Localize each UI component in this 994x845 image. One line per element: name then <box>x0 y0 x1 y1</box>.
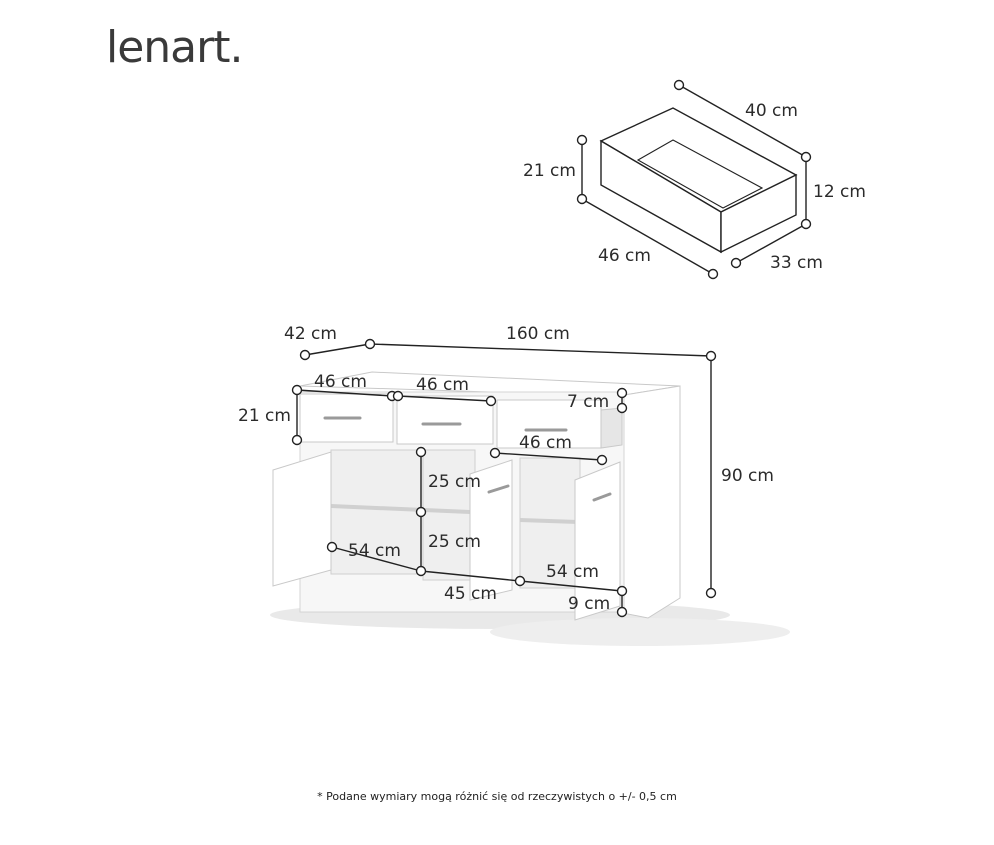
cabinet-dimension-labels: 42 cm 160 cm 90 cm 46 cm 46 cm 21 cm 7 c… <box>238 324 774 614</box>
drawer-illustration <box>576 79 812 280</box>
drawer-mid-width-label: 46 cm <box>416 375 469 395</box>
interior-depth-label: 45 cm <box>444 584 497 604</box>
drawer-width-label: 40 cm <box>745 101 798 121</box>
brand-logo: lenart. <box>106 22 243 73</box>
drawer-height-outer-label: 21 cm <box>523 161 576 181</box>
drawer-left-width-label: 46 cm <box>314 372 367 392</box>
cabinet-depth-label: 42 cm <box>284 324 337 344</box>
drawer-depth-inner-label: 33 cm <box>770 253 823 273</box>
plinth-height-label: 9 cm <box>568 594 610 614</box>
shelf-upper-label: 25 cm <box>428 472 481 492</box>
drawer-depth-outer-label: 46 cm <box>598 246 651 266</box>
drawer-height-inner-label: 12 cm <box>813 182 866 202</box>
drawer-front-offset-label: 7 cm <box>567 392 609 412</box>
cabinet-height-label: 90 cm <box>721 466 774 486</box>
cabinet-illustration <box>270 371 790 646</box>
cabinet-dimension-lines <box>291 338 717 618</box>
left-interior-width-label: 54 cm <box>348 541 401 561</box>
right-interior-width-label: 54 cm <box>546 562 599 582</box>
drawer-dimension-labels: 40 cm 21 cm 12 cm 46 cm 33 cm <box>523 101 866 273</box>
shelf-lower-label: 25 cm <box>428 532 481 552</box>
cabinet-width-label: 160 cm <box>506 324 570 344</box>
drawer-height-label: 21 cm <box>238 406 291 426</box>
dimensions-disclaimer: * Podane wymiary mogą różnić się od rzec… <box>317 790 677 803</box>
drawer-right-width-label: 46 cm <box>519 433 572 453</box>
